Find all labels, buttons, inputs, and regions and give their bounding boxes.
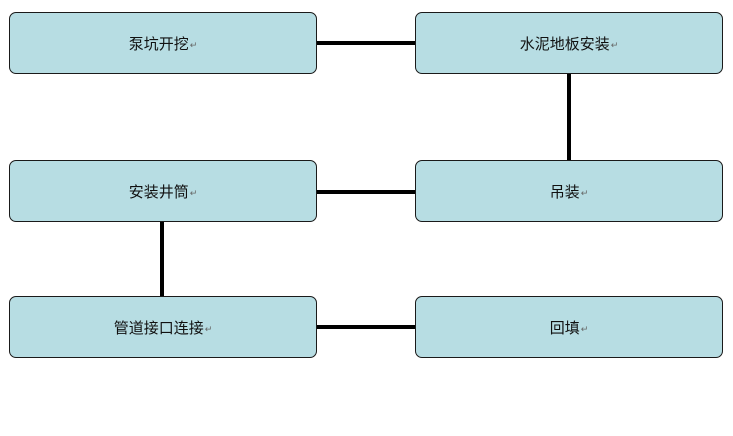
paragraph-mark-icon: ↵: [610, 41, 619, 51]
paragraph-mark-icon: ↵: [204, 325, 213, 335]
step-pipe-joint-connection: 管道接口连接↵: [9, 296, 317, 358]
step-label: 安装井筒: [128, 182, 189, 201]
step-install-well-shaft: 安装井筒↵: [9, 160, 317, 222]
step-label: 管道接口连接: [113, 318, 204, 337]
paragraph-mark-icon: ↵: [580, 325, 589, 335]
connector-pipe-joint-to-backfill: [317, 325, 415, 329]
connector-excavation-to-floor: [317, 41, 415, 45]
connector-hoisting-to-shaft: [317, 190, 415, 194]
step-label: 泵坑开挖: [128, 34, 189, 53]
step-hoisting: 吊装↵: [415, 160, 723, 222]
paragraph-mark-icon: ↵: [189, 189, 198, 199]
paragraph-mark-icon: ↵: [189, 41, 198, 51]
step-label: 吊装: [549, 182, 580, 201]
step-cement-floor-installation: 水泥地板安装↵: [415, 12, 723, 74]
step-label: 水泥地板安装: [519, 34, 610, 53]
paragraph-mark-icon: ↵: [580, 189, 589, 199]
step-backfill: 回填↵: [415, 296, 723, 358]
connector-shaft-to-pipe-joint: [160, 222, 164, 296]
step-pump-pit-excavation: 泵坑开挖↵: [9, 12, 317, 74]
step-label: 回填: [549, 318, 580, 337]
connector-floor-to-hoisting: [567, 74, 571, 160]
